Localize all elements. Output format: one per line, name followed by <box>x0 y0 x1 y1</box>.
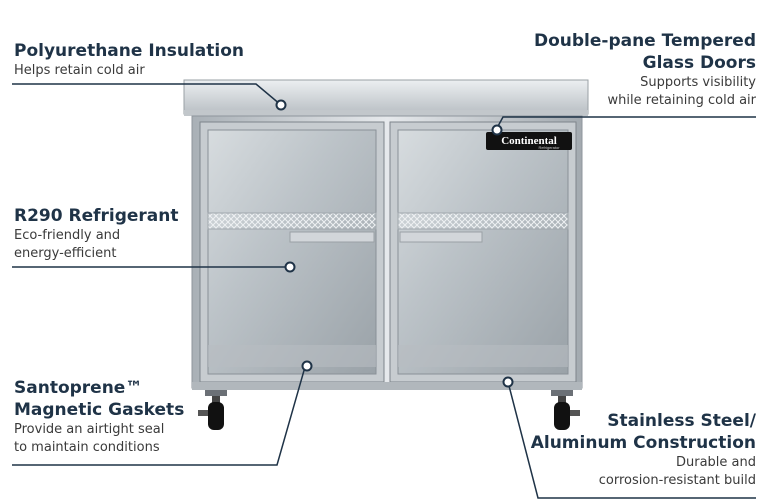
callout-title: R290 Refrigerant <box>14 206 179 226</box>
brand-logo <box>486 132 572 150</box>
countertop <box>183 79 589 115</box>
callout-desc-line2: energy-efficient <box>14 246 117 261</box>
callout-title-line2: Glass Doors <box>642 53 756 73</box>
svg-text:Refrigerator: Refrigerator <box>538 145 560 150</box>
callout-title-line1: Stainless Steel/ <box>607 411 756 431</box>
shelf-right <box>397 212 569 230</box>
callout-title-line2: Aluminum Construction <box>530 433 756 453</box>
glass-marker <box>491 124 503 136</box>
shelf-left <box>207 212 377 230</box>
callout-title-line1: Double-pane Tempered <box>533 31 756 51</box>
callout-construction: Stainless Steel/ Aluminum Construction D… <box>516 410 756 490</box>
callout-desc-line2: corrosion-resistant build <box>598 473 756 488</box>
caster-left <box>198 390 227 430</box>
insulation-marker <box>275 99 287 111</box>
svg-text:Continental: Continental <box>501 135 557 147</box>
gasket-marker <box>301 360 313 372</box>
callout-desc: Helps retain cold air <box>14 63 145 78</box>
callout-desc-line1: Supports visibility <box>640 75 756 90</box>
callout-gaskets: Santoprene™ Magnetic Gaskets Provide an … <box>14 377 184 457</box>
caster-right <box>551 390 580 430</box>
callout-desc-line1: Provide an airtight seal <box>14 422 165 437</box>
callout-glass-doors: Double-pane Tempered Glass Doors Support… <box>516 30 756 110</box>
callout-title-line2: Magnetic Gaskets <box>14 400 185 420</box>
callout-title-line1: Santoprene™ <box>14 378 143 398</box>
callout-title: Polyurethane Insulation <box>14 41 244 61</box>
callout-desc-line1: Durable and <box>675 455 756 470</box>
steel-marker <box>502 376 514 388</box>
callout-desc-line2: while retaining cold air <box>607 93 756 108</box>
callout-insulation: Polyurethane Insulation Helps retain col… <box>14 40 244 80</box>
callout-desc-line2: to maintain conditions <box>14 440 160 455</box>
refrigerant-marker <box>284 261 296 273</box>
callout-desc-line1: Eco-friendly and <box>14 228 121 243</box>
callout-refrigerant: R290 Refrigerant Eco-friendly and energy… <box>14 205 179 263</box>
